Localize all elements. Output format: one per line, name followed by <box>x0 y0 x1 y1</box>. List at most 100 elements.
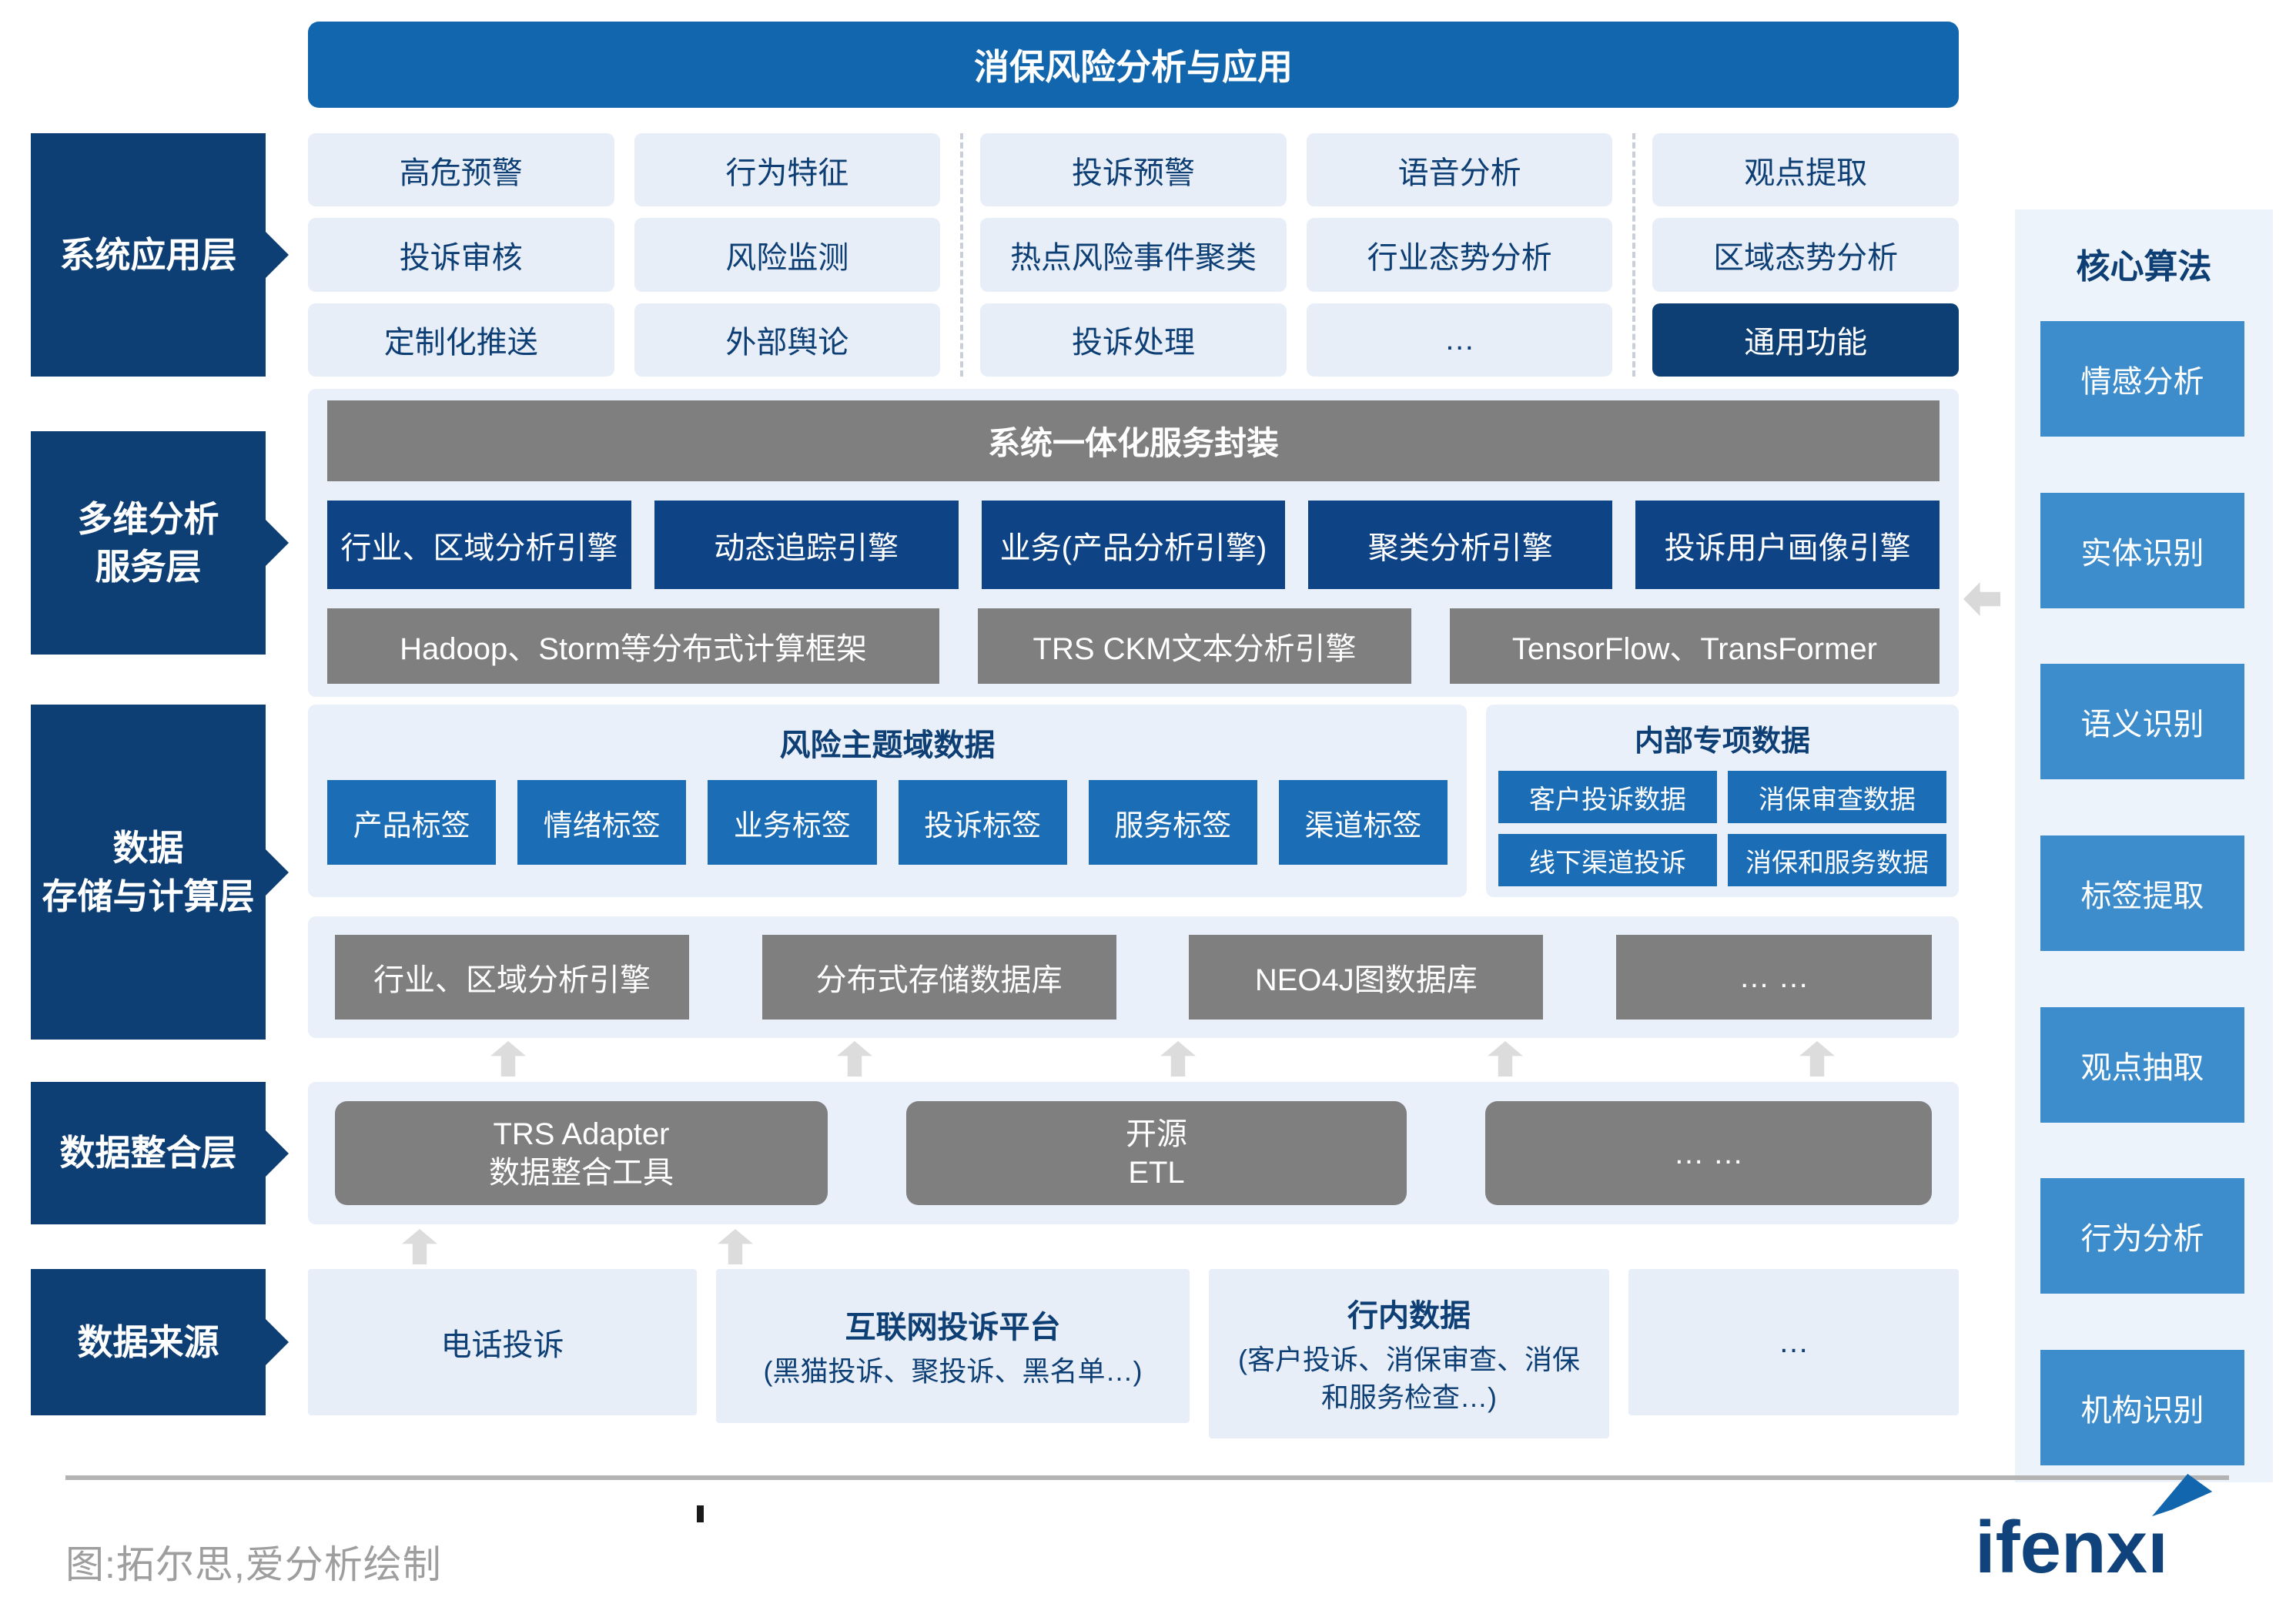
up-arrow-icon <box>402 1229 437 1264</box>
layer-label-text: 数据 存储与计算层 <box>42 828 255 916</box>
app-item-general-functions: 通用功能 <box>1652 303 1959 377</box>
engines-row: 行业、区域分析引擎 动态追踪引擎 业务(产品分析引擎) 聚类分析引擎 投诉用户画… <box>327 501 1940 589</box>
up-arrow-icon <box>837 1041 872 1077</box>
data-tag: 服务标签 <box>1088 780 1257 865</box>
algorithm-box: 标签提取 <box>2040 835 2244 951</box>
engine-box: 业务(产品分析引擎) <box>981 501 1286 589</box>
risk-domain-panel: 风险主题域数据 产品标签 情绪标签 业务标签 投诉标签 服务标签 渠道标签 <box>308 705 1467 897</box>
app-item: 行为特征 <box>634 133 941 207</box>
ifenxi-logo: ifenxı <box>1975 1474 2237 1589</box>
risk-tags-row: 产品标签 情绪标签 业务标签 投诉标签 服务标签 渠道标签 <box>327 780 1448 865</box>
integration-tool-box: TRS Adapter 数据整合工具 <box>335 1101 828 1205</box>
algorithm-box: 观点抽取 <box>2040 1006 2244 1123</box>
algorithm-box: 机构识别 <box>2040 1349 2244 1465</box>
source-subtitle: (客户投诉、消保审查、消保 和服务检查…) <box>1238 1344 1580 1413</box>
storage-engines-panel: 行业、区域分析引擎 分布式存储数据库 NEO4J图数据库 … … <box>308 916 1959 1038</box>
core-algorithms-list: 情感分析 实体识别 语义识别 标签提取 观点抽取 行为分析 机构识别 <box>2040 321 2244 1465</box>
up-arrow-icon <box>1488 1041 1523 1077</box>
app-item: 投诉处理 <box>980 303 1287 377</box>
integration-tool-box: 开源 ETL <box>906 1101 1407 1205</box>
source-box: 行内数据 (客户投诉、消保审查、消保 和服务检查…) <box>1209 1269 1609 1438</box>
app-item: 观点提取 <box>1652 133 1959 207</box>
app-item: 外部舆论 <box>634 303 941 377</box>
up-arrow-icon <box>490 1041 526 1077</box>
app-item: 投诉审核 <box>308 218 614 292</box>
internal-data-panel: 内部专项数据 客户投诉数据 消保审查数据 线下渠道投诉 消保和服务数据 <box>1486 705 1959 897</box>
framework-box: TRS CKM文本分析引擎 <box>978 608 1411 684</box>
app-column: 高危预警 投诉审核 定制化推送 <box>308 133 614 377</box>
internal-tags-grid: 客户投诉数据 消保审查数据 线下渠道投诉 消保和服务数据 <box>1498 771 1946 886</box>
algorithm-box: 情感分析 <box>2040 321 2244 437</box>
layer-label-text: 数据整合层 <box>59 1133 237 1174</box>
logo-arrow-icon <box>2152 1474 2214 1523</box>
algorithm-box: 实体识别 <box>2040 492 2244 608</box>
app-column: 语音分析 行业态势分析 … <box>1306 133 1613 377</box>
app-item: … <box>1306 303 1613 377</box>
app-item: 风险监测 <box>634 218 941 292</box>
algorithm-box: 行为分析 <box>2040 1178 2244 1294</box>
integration-tool-box: … … <box>1485 1101 1932 1205</box>
stray-mark <box>697 1505 704 1522</box>
storage-box: 行业、区域分析引擎 <box>335 935 689 1020</box>
data-tag: 情绪标签 <box>517 780 687 865</box>
core-algorithms-panel: 核心算法 情感分析 实体识别 语义识别 标签提取 观点抽取 行为分析 机构识别 <box>2015 209 2273 1482</box>
storage-box: … … <box>1615 935 1932 1020</box>
source-subtitle: (黑猫投诉、聚投诉、黑名单…) <box>763 1354 1143 1387</box>
engine-box: 行业、区域分析引擎 <box>327 501 631 589</box>
dashed-divider <box>1632 133 1636 377</box>
data-tag: 业务标签 <box>708 780 877 865</box>
engine-box: 聚类分析引擎 <box>1308 501 1613 589</box>
app-column: 观点提取 区域态势分析 通用功能 <box>1652 133 1959 377</box>
up-arrow-icon <box>1160 1041 1196 1077</box>
data-tag: 消保和服务数据 <box>1728 834 1946 886</box>
layer-label-sources: 数据来源 <box>31 1269 266 1415</box>
layer-label-integration: 数据整合层 <box>31 1082 266 1224</box>
up-arrow-icon <box>718 1229 753 1264</box>
frameworks-row: Hadoop、Storm等分布式计算框架 TRS CKM文本分析引擎 Tenso… <box>327 608 1940 684</box>
engine-box: 投诉用户画像引擎 <box>1635 501 1940 589</box>
app-item: 高危预警 <box>308 133 614 207</box>
app-item: 热点风险事件聚类 <box>980 218 1287 292</box>
source-box: 电话投诉 <box>308 1269 697 1415</box>
framework-box: TensorFlow、TransFormer <box>1449 608 1940 684</box>
left-arrow-icon <box>1963 582 2000 616</box>
source-title: 行内数据 <box>1347 1299 1471 1334</box>
data-tag: 消保审查数据 <box>1728 771 1946 823</box>
layer-label-application: 系统应用层 <box>31 133 266 377</box>
risk-domain-title: 风险主题域数据 <box>779 728 996 762</box>
app-item: 语音分析 <box>1306 133 1613 207</box>
app-item: 投诉预警 <box>980 133 1287 207</box>
integration-layer-panel: TRS Adapter 数据整合工具 开源 ETL … … <box>308 1082 1959 1224</box>
data-tag: 渠道标签 <box>1278 780 1448 865</box>
data-tag: 客户投诉数据 <box>1498 771 1717 823</box>
storage-box: 分布式存储数据库 <box>761 935 1116 1020</box>
app-item: 区域态势分析 <box>1652 218 1959 292</box>
page-title: 消保风险分析与应用 <box>308 22 1959 108</box>
layer-label-storage: 数据 存储与计算层 <box>31 705 266 1040</box>
internal-data-title: 内部专项数据 <box>1634 725 1810 758</box>
app-item: 行业态势分析 <box>1306 218 1613 292</box>
up-arrow-icon <box>1799 1041 1835 1077</box>
analysis-layer-panel: 系统一体化服务封装 行业、区域分析引擎 动态追踪引擎 业务(产品分析引擎) 聚类… <box>308 389 1959 697</box>
source-box: 互联网投诉平台 (黑猫投诉、聚投诉、黑名单…) <box>716 1269 1190 1423</box>
storage-box: NEO4J图数据库 <box>1189 935 1544 1020</box>
source-box: … <box>1628 1269 1959 1415</box>
logo-text: ifenxı <box>1975 1506 2168 1589</box>
framework-box: Hadoop、Storm等分布式计算框架 <box>327 608 940 684</box>
layer-label-text: 数据来源 <box>77 1321 219 1362</box>
layer-label-analysis: 多维分析 服务层 <box>31 431 266 655</box>
algorithm-box: 语义识别 <box>2040 664 2244 780</box>
footer-divider <box>65 1475 2229 1480</box>
service-wrapper-bar: 系统一体化服务封装 <box>327 400 1940 481</box>
data-tag: 投诉标签 <box>898 780 1067 865</box>
application-layer-grid: 高危预警 投诉审核 定制化推送 行为特征 风险监测 外部舆论 投诉预警 热点风险… <box>308 133 1959 377</box>
app-item: 定制化推送 <box>308 303 614 377</box>
data-tag: 线下渠道投诉 <box>1498 834 1717 886</box>
layer-label-text: 系统应用层 <box>59 234 237 275</box>
data-tag: 产品标签 <box>327 780 497 865</box>
app-column: 行为特征 风险监测 外部舆论 <box>634 133 941 377</box>
source-title: 互联网投诉平台 <box>845 1310 1061 1344</box>
core-algorithms-title: 核心算法 <box>2076 248 2212 286</box>
dashed-divider <box>960 133 964 377</box>
